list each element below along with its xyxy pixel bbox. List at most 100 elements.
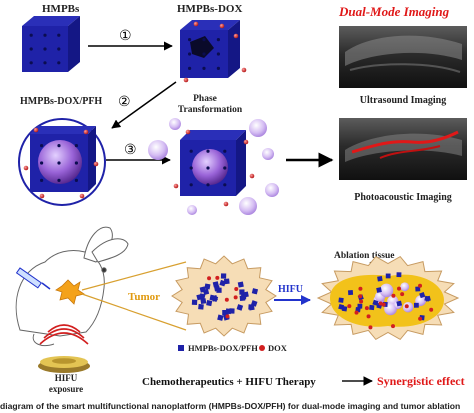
tumor-dox-dot [215, 275, 220, 280]
figure-caption: diagram of the smart multifunctional nan… [0, 401, 461, 411]
cube-pore [202, 38, 206, 42]
tumor-nanoparticle [248, 304, 255, 311]
tumor-nanoparticle [236, 304, 244, 311]
hifu-transducer-icon [38, 356, 90, 373]
dox-dot [233, 33, 239, 39]
ablation-dox-dot [366, 314, 371, 319]
ablation-nanoparticle [341, 306, 348, 312]
tumor-nanoparticle [206, 300, 213, 307]
ablation-nanoparticle [377, 275, 383, 282]
microbubble [187, 205, 197, 215]
cube-pore [216, 38, 220, 42]
microbubble [265, 183, 279, 197]
dox-dot [185, 129, 191, 135]
cube-pore [189, 183, 193, 187]
ablation-dox-dot [354, 310, 359, 315]
tumor-label: Tumor [128, 291, 160, 303]
dox-dot [93, 161, 99, 167]
cube-pore [43, 33, 47, 37]
tumor-nanoparticle [251, 288, 259, 295]
cube-pore [202, 66, 206, 70]
dox-dot [173, 183, 179, 189]
tumor-nanoparticle [191, 299, 198, 306]
ablation-dox-dot [400, 292, 405, 297]
tumor-dox-dot [207, 276, 212, 281]
ablation-dox-dot [358, 286, 363, 291]
ultrasound-image [339, 26, 467, 88]
tumor-nanoparticle [209, 294, 216, 301]
ablation-dox-dot [381, 302, 386, 307]
hifu-exposure-label: HIFU [55, 373, 78, 383]
label-hmpbs-dox: HMPBs-DOX [177, 3, 242, 15]
microbubble [262, 148, 274, 160]
zoom-line-bottom [81, 293, 187, 331]
cube-pore [206, 166, 210, 170]
tumor-illustration [171, 255, 277, 337]
cube-pore [29, 33, 33, 37]
ablation-nanoparticle [372, 299, 379, 306]
step-3-marker: ③ [124, 143, 137, 158]
dox-dot [219, 23, 225, 29]
ablation-nanoparticle [338, 297, 344, 303]
ablation-bubble [379, 283, 394, 298]
cube-pore [57, 178, 61, 182]
cube-pores [29, 33, 227, 187]
tumor-nanoparticle [219, 279, 226, 287]
cube-pore [40, 178, 44, 182]
cube-pore [188, 38, 192, 42]
dox-dot [249, 173, 255, 179]
ablation-dox-dot [418, 316, 423, 321]
tumor-nanoparticle [225, 308, 232, 315]
cube-pore [216, 52, 220, 56]
ablation-dox-dot [368, 325, 373, 330]
ablation-nanoparticle [347, 290, 354, 296]
tumor-nanoparticle [237, 281, 244, 288]
tumor-nanoparticle [217, 314, 224, 321]
therapy-label: Chemotherapeutics + HIFU Therapy [142, 376, 316, 388]
ablation-dox-dot [397, 286, 402, 291]
cube-pore [40, 161, 44, 165]
cube-pore [43, 47, 47, 51]
tumor-dox-dot [234, 286, 239, 291]
tumor-nanoparticles [191, 273, 259, 321]
ablation-dox-dot [378, 301, 383, 306]
ablation-bubble [400, 282, 410, 292]
tumor-nanoparticle [239, 289, 245, 295]
tumor-nanoparticle [198, 303, 204, 310]
cube-pore [43, 61, 47, 65]
ablation-nanoparticle [425, 295, 431, 302]
cube-pore [223, 149, 227, 153]
ultrasound-wave-icon [39, 324, 89, 345]
tumor-nanoparticle [199, 293, 206, 300]
dox-dot [223, 201, 229, 207]
tumor-nanoparticle [222, 310, 228, 316]
figure-canvas: HMPBs ① HMPBs-DOX ② Phase Transformation… [15, 3, 467, 394]
photoacoustic-image [339, 118, 467, 180]
cube-pore [57, 33, 61, 37]
legend-dox-swatch [259, 345, 265, 351]
dox-dot [79, 193, 85, 199]
synergistic-label: Synergistic effect [377, 374, 465, 388]
ablation-dox-dot [404, 304, 409, 309]
tumor-nanoparticle [220, 273, 227, 279]
cube-pore [57, 61, 61, 65]
cube-pore [206, 183, 210, 187]
cube-pore [223, 183, 227, 187]
legend-dox-label: DOX [268, 343, 288, 353]
dox-dot [33, 127, 39, 133]
label-transformation: Transformation [178, 105, 243, 115]
transformed-cube-icon [180, 130, 246, 196]
microbubbles-icon [148, 118, 279, 215]
zoom-line-top [81, 261, 187, 291]
cube-pore [188, 66, 192, 70]
dox-dot [241, 67, 247, 73]
ablation-dox-dot [364, 306, 369, 311]
ablation-nanoparticle [419, 292, 426, 299]
dox-release-dots [23, 21, 255, 207]
ablation-nanoparticle [415, 286, 421, 292]
legend-particle-label: HMPBs-DOX/PFH [188, 343, 258, 353]
ablation-nanoparticle [369, 304, 375, 311]
cube-pore [29, 61, 33, 65]
cube-pore [74, 178, 78, 182]
label-hmpbs: HMPBs [42, 3, 80, 15]
